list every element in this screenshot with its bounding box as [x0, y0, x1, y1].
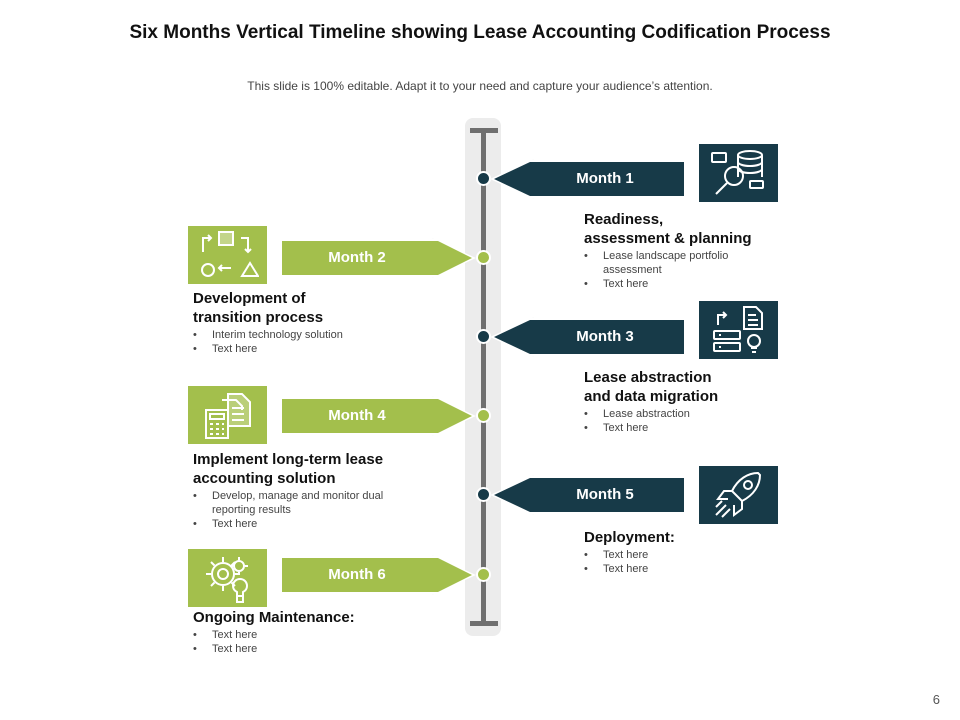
month-2-tag: Month 2: [276, 238, 476, 278]
timeline-rail: [481, 130, 486, 624]
month-4-tag: Month 4: [276, 396, 476, 436]
month-6-bullet-1: Text here: [193, 628, 423, 642]
month-3-tag: Month 3: [490, 317, 690, 357]
month-3-label: Month 3: [576, 328, 634, 345]
month-3-heading-line-2: and data migration: [584, 388, 719, 405]
server-document-idea-icon: [699, 301, 778, 359]
month-6-description: Ongoing Maintenance: Text here Text here: [193, 608, 423, 656]
month-5-bullet-1: Text here: [584, 548, 814, 562]
month-6-label: Month 6: [328, 566, 386, 583]
timeline-top-cap: [470, 128, 498, 133]
month-1-heading-line-2: assessment & planning: [584, 230, 752, 247]
month-4-bullet-2: Text here: [193, 517, 423, 531]
month-5-heading-line-1: Deployment:: [584, 529, 675, 546]
month-3-heading-line-1: Lease abstraction: [584, 369, 712, 386]
month-4-description: Implement long-term lease accounting solu…: [193, 450, 423, 531]
month-3-bullet-1: Lease abstraction: [584, 407, 814, 421]
month-1-label: Month 1: [576, 170, 634, 187]
month-2-heading-line-1: Development of: [193, 290, 306, 307]
timeline-node-month-2: [476, 250, 491, 265]
month-4-bullet-1: Develop, manage and monitor dual reporti…: [193, 489, 412, 517]
slide-title: Six Months Vertical Timeline showing Lea…: [129, 22, 831, 43]
month-1-description: Readiness, assessment & planning Lease la…: [584, 210, 814, 291]
timeline-node-month-4: [476, 408, 491, 423]
database-search-icon: [699, 144, 778, 202]
process-flow-icon: [188, 226, 267, 284]
month-5-tag: Month 5: [490, 475, 690, 515]
month-1-tag: Month 1: [490, 159, 690, 199]
gear-wrench-icon: [188, 549, 267, 607]
month-3-description: Lease abstraction and data migration Leas…: [584, 368, 814, 435]
month-6-bullet-2: Text here: [193, 642, 423, 656]
calculator-documents-icon: [188, 386, 267, 444]
timeline-node-month-3: [476, 329, 491, 344]
month-6-tag: Month 6: [276, 555, 476, 595]
month-4-heading-line-2: accounting solution: [193, 470, 336, 487]
month-2-bullet-1: Interim technology solution: [193, 328, 423, 342]
month-6-heading-line-1: Ongoing Maintenance:: [193, 609, 355, 626]
month-1-heading-line-1: Readiness,: [584, 211, 664, 228]
month-2-heading-line-2: transition process: [193, 309, 324, 326]
rocket-icon: [699, 466, 778, 524]
month-1-bullet-1: Lease landscape portfolio assessment: [584, 249, 768, 277]
month-2-bullet-2: Text here: [193, 342, 423, 356]
timeline-node-month-5: [476, 487, 491, 502]
month-1-bullet-2: Text here: [584, 277, 814, 291]
month-5-description: Deployment: Text here Text here: [584, 528, 814, 576]
month-2-description: Development of transition process Interim…: [193, 289, 423, 356]
month-4-label: Month 4: [328, 407, 386, 424]
month-5-bullet-2: Text here: [584, 562, 814, 576]
timeline-node-month-6: [476, 567, 491, 582]
slide-subtitle: This slide is 100% editable. Adapt it to…: [247, 79, 713, 93]
timeline-bottom-cap: [470, 621, 498, 626]
month-2-label: Month 2: [328, 249, 386, 266]
month-4-heading-line-1: Implement long-term lease: [193, 451, 384, 468]
month-3-bullet-2: Text here: [584, 421, 814, 435]
timeline-node-month-1: [476, 171, 491, 186]
month-5-label: Month 5: [576, 486, 634, 503]
page-number: 6: [932, 692, 940, 707]
